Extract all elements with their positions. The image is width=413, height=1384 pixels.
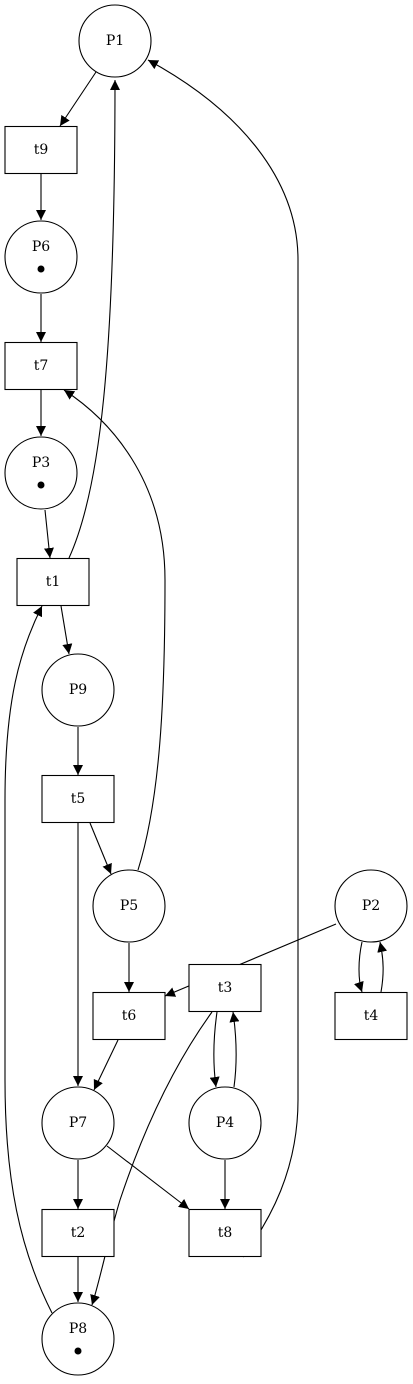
transition-t8: t8 [188,1208,262,1258]
place-p8: P8 [41,1302,115,1376]
place-circle [41,653,115,727]
token-dot [37,481,45,489]
arc-p2-to-t4 [354,941,364,993]
transition-t7: t7 [4,341,78,391]
arc-p4-to-t3 [229,1011,240,1088]
transition-label: t9 [34,142,49,158]
place-circle [4,436,78,510]
place-circle [41,1302,115,1376]
place-circle [334,869,408,943]
arc-t6-to-p7 [93,1039,119,1091]
place-p5: P5 [92,869,166,943]
transition-label: t1 [46,574,61,590]
transition-label: t7 [34,358,49,374]
arc-t8-to-p1 [147,59,299,1258]
arc-p3-to-t1 [43,509,54,559]
transition-box [16,557,90,607]
arc-t3-to-p4 [209,1011,220,1088]
arc-p7-to-t8 [106,1145,190,1210]
transition-box [334,991,408,1041]
place-circle [41,1086,115,1160]
transition-label: t3 [218,980,233,996]
transition-t1: t1 [16,557,90,607]
place-label: P2 [362,898,380,914]
token-dot [37,265,45,273]
arc-t3-to-p8 [90,1011,213,1306]
transition-box [4,341,78,391]
arc-p8-to-t1 [4,605,53,1314]
place-label: P3 [32,455,50,471]
transition-t3: t3 [188,963,262,1013]
arc-t1-to-p1 [68,79,120,559]
arc-p1-to-t9 [59,71,97,127]
place-label: P7 [69,1115,87,1131]
arcs [4,59,388,1314]
transition-t5: t5 [41,774,115,824]
place-label: P5 [120,898,138,914]
transition-t9: t9 [4,125,78,175]
transition-box [92,991,166,1041]
arc-t5-to-p5 [89,822,112,875]
place-p3: P3 [4,436,78,510]
transition-label: t6 [122,1008,137,1024]
transition-box [188,963,262,1013]
transition-box [4,125,78,175]
transition-box [41,774,115,824]
place-p7: P7 [41,1086,115,1160]
transition-t2: t2 [41,1208,115,1258]
place-label: P8 [69,1321,87,1337]
transition-label: t2 [71,1225,86,1241]
arc-p5-to-t7 [63,389,166,871]
transition-t4: t4 [334,991,408,1041]
transition-t6: t6 [92,991,166,1041]
place-p2: P2 [334,869,408,943]
place-p1: P1 [78,4,152,78]
place-label: P6 [32,239,50,255]
token-dot [74,1347,82,1355]
place-circle [78,4,152,78]
place-circle [4,220,78,294]
place-label: P1 [106,33,124,49]
transition-box [188,1208,262,1258]
place-circle [188,1086,262,1160]
arc-t4-to-p2 [377,941,388,993]
place-p4: P4 [188,1086,262,1160]
place-p6: P6 [4,220,78,294]
transition-label: t4 [364,1008,379,1024]
place-label: P4 [216,1115,234,1131]
place-p9: P9 [41,653,115,727]
place-label: P9 [69,682,87,698]
transition-label: t8 [218,1225,233,1241]
place-circle [92,869,166,943]
transition-box [41,1208,115,1258]
transition-label: t5 [71,791,86,807]
arc-t1-to-p9 [60,605,73,655]
